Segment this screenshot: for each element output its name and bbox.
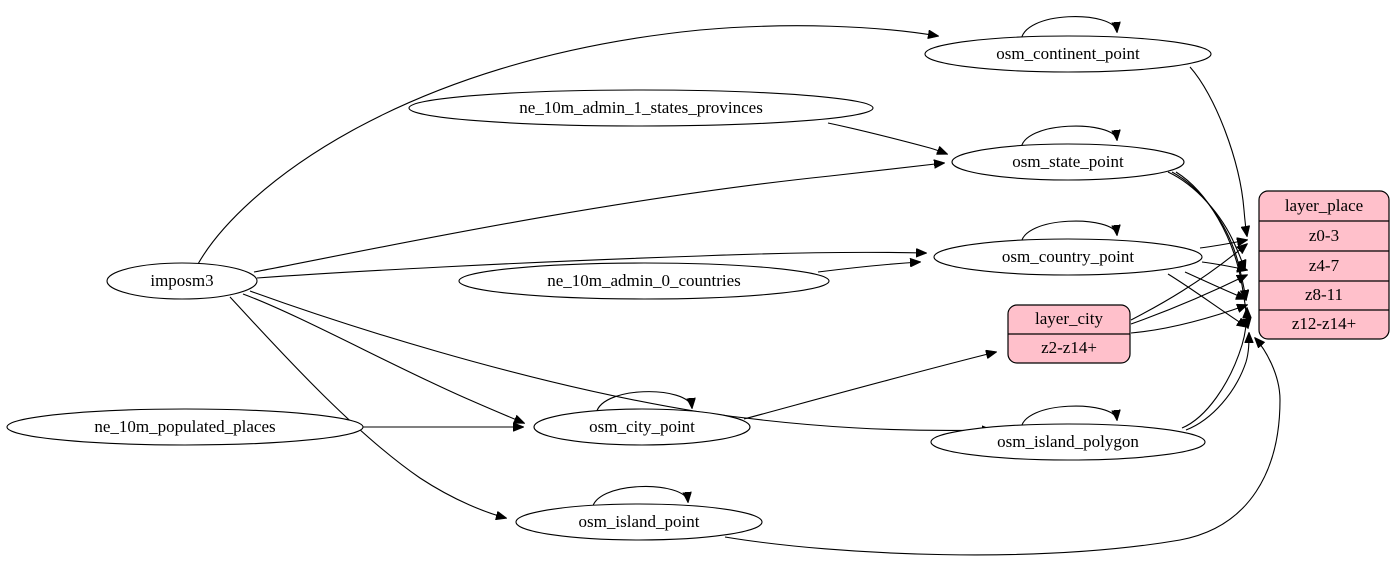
edge-osm_state_point-to-layer_place-z8_11 [1171, 171, 1246, 300]
selfloop-osm_island_point [591, 485, 688, 512]
node-layer_place[interactable]: layer_place z0-3 z4-7 z8-11 z12-z14+ [1258, 190, 1390, 340]
node-osm_country_point[interactable]: osm_country_point [933, 238, 1203, 276]
edge-osm_country_point-to-layer_place-z0_3 [1199, 240, 1247, 249]
edge-imposm3-to-osm_continent_point [197, 25, 938, 265]
node-label-osm_state_point: osm_state_point [1012, 152, 1124, 171]
edge-imposm3-to-osm_island_polygon [249, 290, 992, 430]
node-label-ne_10m_admin_1_states_provinces: ne_10m_admin_1_states_provinces [519, 98, 763, 117]
edge-imposm3-to-osm_state_point [253, 163, 944, 273]
node-ne_10m_admin_1_states_provinces[interactable]: ne_10m_admin_1_states_provinces [408, 89, 874, 127]
layer_city-row-z2-z14[interactable]: z2-z14+ [1041, 338, 1097, 357]
node-osm_city_point[interactable]: osm_city_point [533, 408, 751, 446]
layer_place-row-z0-3[interactable]: z0-3 [1309, 226, 1339, 245]
edge-osm_country_point-to-layer_place-z12_z14 [1167, 273, 1247, 327]
selfloop-osm_island_polygon [1020, 405, 1117, 431]
node-layer: imposm3 ne_10m_admin_1_states_provinces … [6, 35, 1212, 541]
edge-osm_island_polygon-to-layer_place-z8_11 [1181, 308, 1247, 429]
node-osm_continent_point[interactable]: osm_continent_point [924, 35, 1212, 73]
record-node-layer: layer_city z2-z14+ layer_place z0-3 z4-7… [1007, 190, 1390, 364]
selfloop-osm_state_point [1020, 125, 1117, 151]
edge-imposm3-to-osm_country_point [256, 252, 926, 279]
selfloop-osm_continent_point [1020, 16, 1117, 43]
edge-osm_state_point-to-layer_place-z4_7 [1167, 171, 1245, 270]
edge-layer [197, 16, 1281, 556]
node-layer_city[interactable]: layer_city z2-z14+ [1007, 304, 1131, 364]
layer_city-header-label: layer_city [1035, 309, 1103, 328]
layer_place-header-label: layer_place [1285, 196, 1363, 215]
node-osm_island_point[interactable]: osm_island_point [515, 503, 763, 541]
selfloop-osm_country_point [1020, 220, 1117, 246]
node-imposm3[interactable]: imposm3 [106, 262, 258, 300]
node-label-osm_city_point: osm_city_point [589, 417, 695, 436]
edge-osm_country_point-to-layer_place-z8_11 [1184, 271, 1246, 299]
node-label-osm_island_point: osm_island_point [579, 512, 700, 531]
node-label-osm_island_polygon: osm_island_polygon [997, 432, 1139, 451]
layer_place-row-z4-7[interactable]: z4-7 [1309, 256, 1340, 275]
node-label-ne_10m_populated_places: ne_10m_populated_places [94, 417, 275, 436]
edge-osm_city_point-to-layer_city-z2_z14 [743, 352, 996, 420]
edge-osm_island_point-to-layer_place-z12_z14 [724, 338, 1281, 556]
node-label-imposm3: imposm3 [150, 271, 213, 290]
layer_place-row-z12-z14[interactable]: z12-z14+ [1292, 314, 1356, 333]
node-label-osm_continent_point: osm_continent_point [996, 44, 1140, 63]
edge-layer_city-to-layer_place-z4_7 [1130, 275, 1247, 325]
layer_place-row-z8-11[interactable]: z8-11 [1305, 285, 1343, 304]
edge-ne_10m_admin_1_states_provinces-to-osm_state_point [827, 122, 947, 154]
edge-osm_country_point-to-layer_place-z4_7 [1201, 261, 1247, 270]
node-osm_island_polygon[interactable]: osm_island_polygon [930, 423, 1206, 461]
edge-layer_city-to-layer_place-z8_11 [1130, 305, 1247, 334]
node-label-ne_10m_admin_0_countries: ne_10m_admin_0_countries [547, 271, 741, 290]
selfloop-osm_city_point [595, 391, 692, 417]
edge-osm_island_polygon-to-layer_place-z12_z14 [1185, 333, 1249, 431]
edge-layer_city-to-layer_place-z0_3 [1130, 244, 1247, 321]
edge-osm_continent_point-to-layer_place-z0_3 [1189, 66, 1247, 236]
node-ne_10m_populated_places[interactable]: ne_10m_populated_places [6, 408, 364, 446]
edge-ne_10m_admin_0_countries-to-osm_country_point [817, 262, 920, 273]
edge-imposm3-to-osm_city_point [242, 293, 524, 423]
node-ne_10m_admin_0_countries[interactable]: ne_10m_admin_0_countries [458, 262, 830, 300]
edge-imposm3-to-osm_island_point [229, 296, 506, 518]
node-osm_state_point[interactable]: osm_state_point [951, 143, 1185, 181]
node-label-osm_country_point: osm_country_point [1002, 247, 1134, 266]
